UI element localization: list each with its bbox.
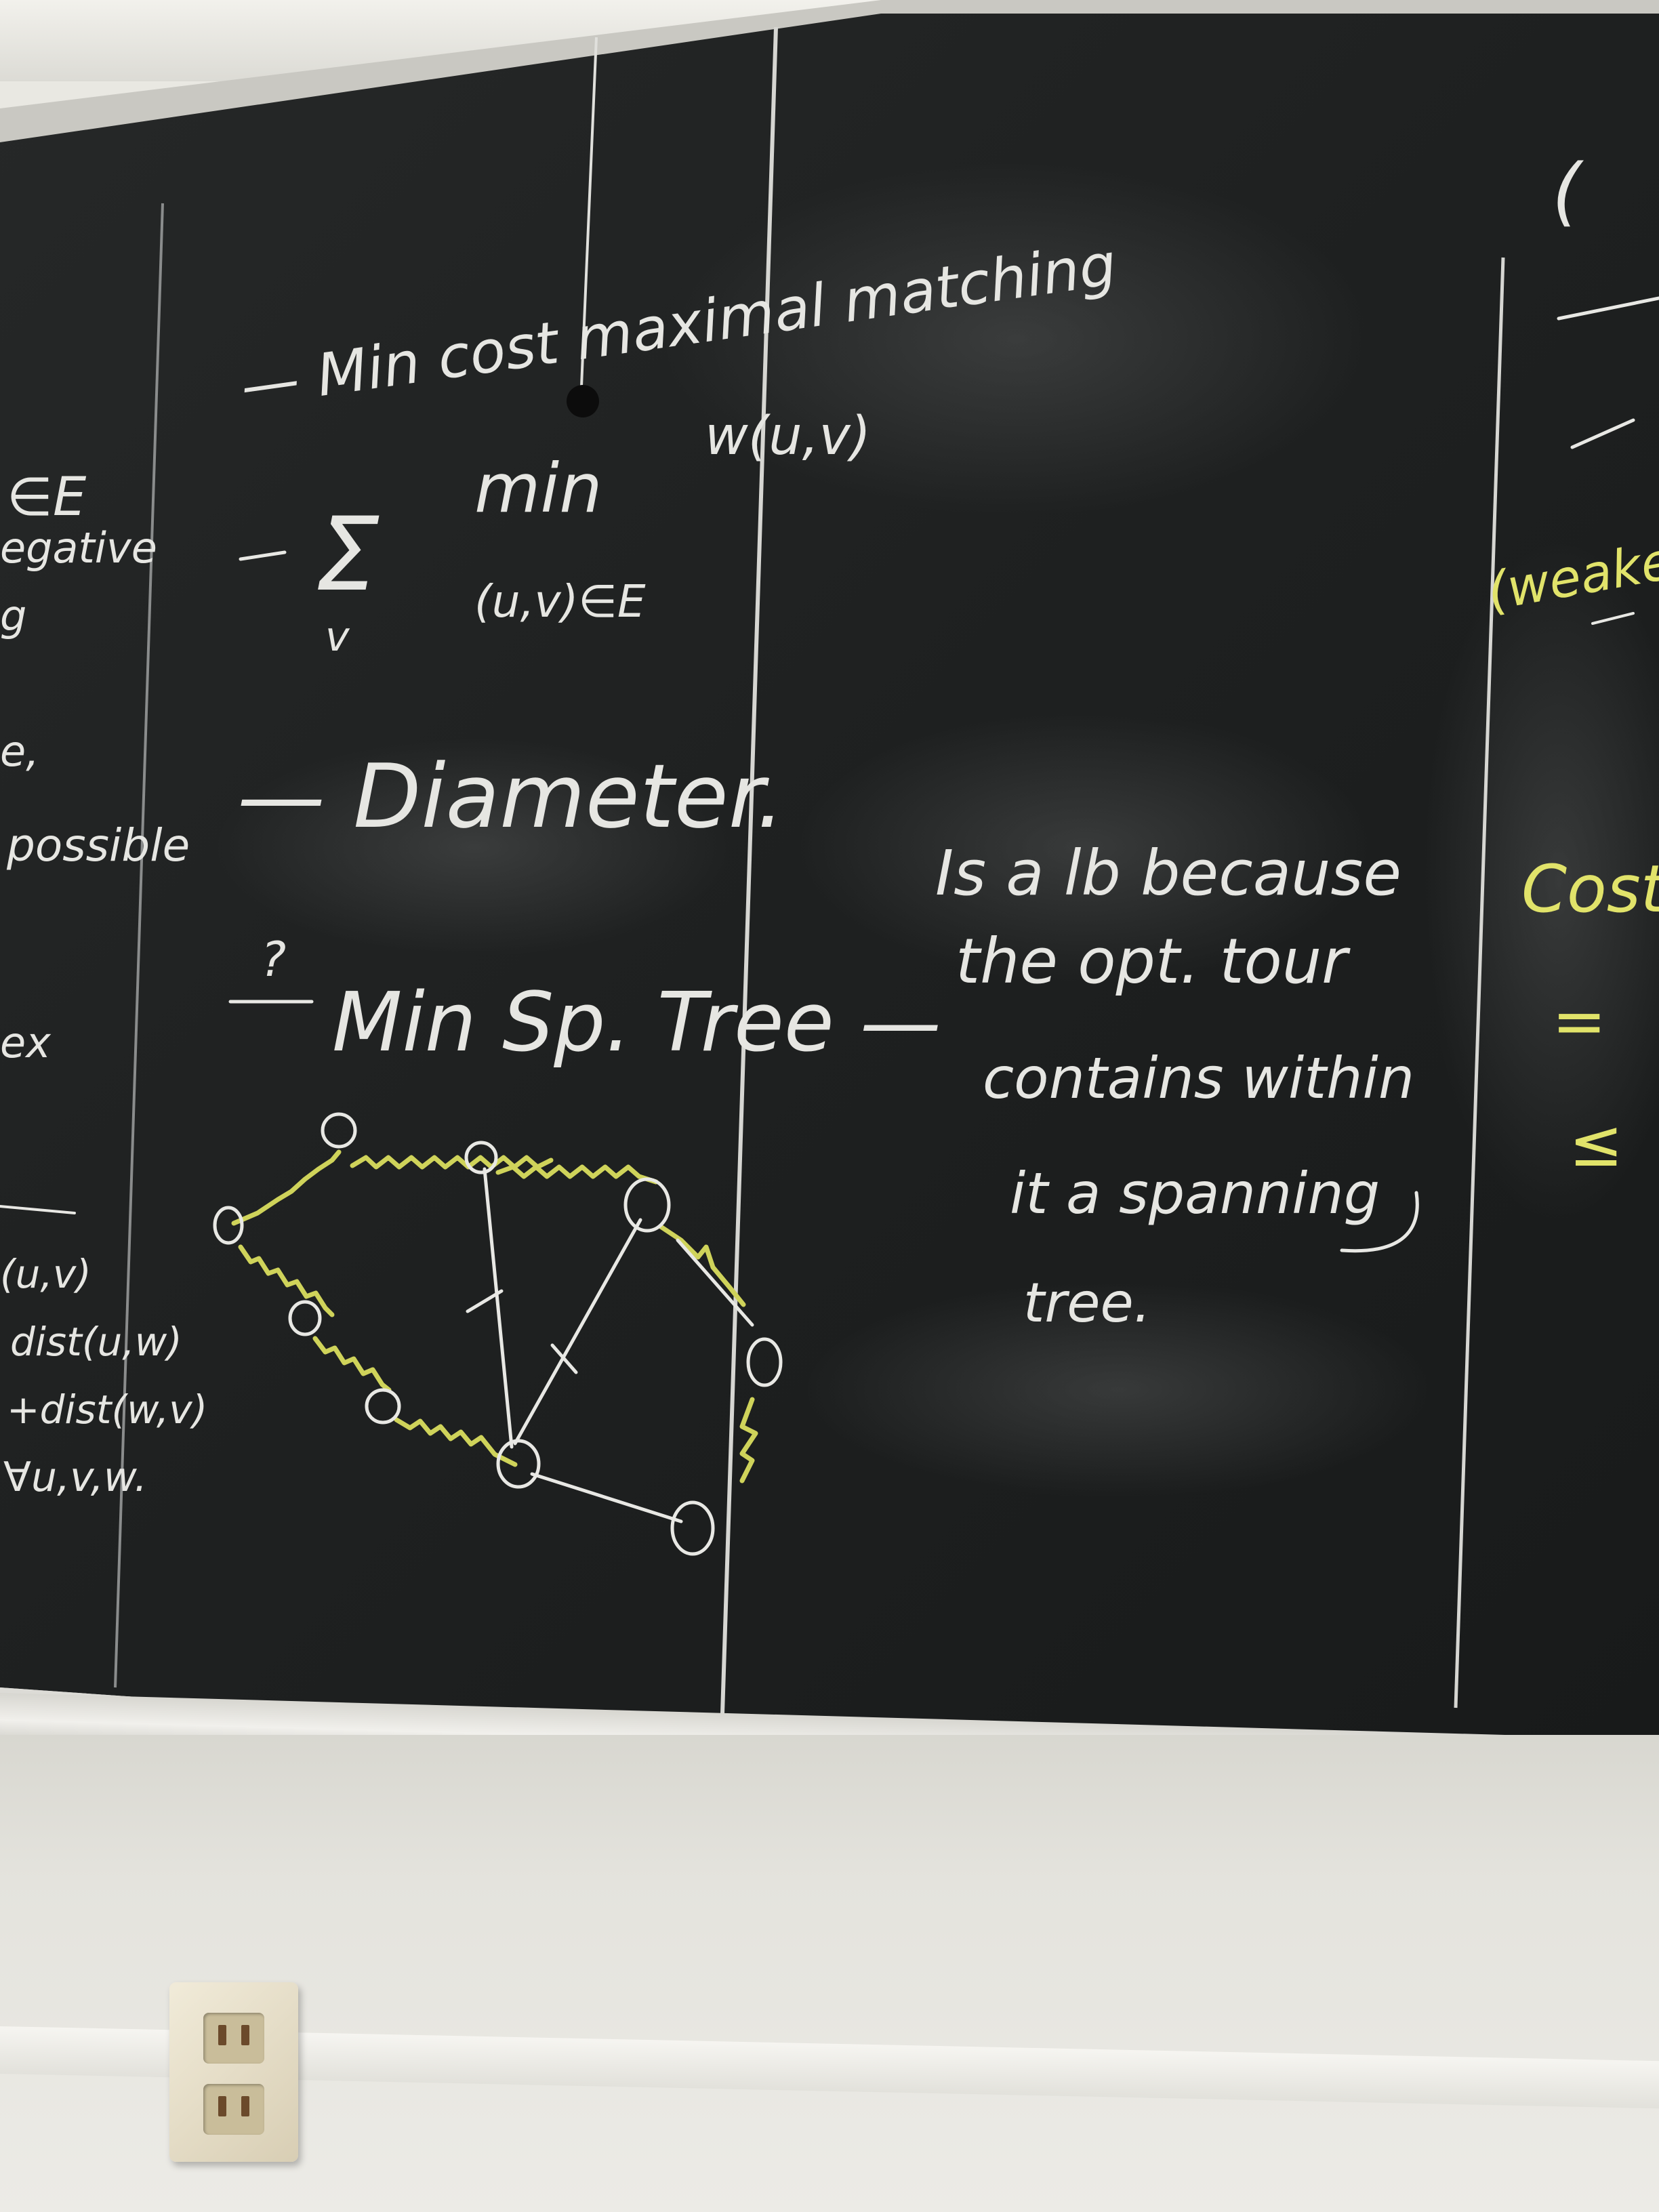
socket-slot <box>218 2096 226 2116</box>
eraser-smudge <box>1423 542 1659 1220</box>
left-note-4: e, <box>0 726 39 776</box>
tree-edge <box>676 1238 754 1327</box>
tree-edge <box>530 1472 683 1523</box>
left-note-10: ∀u,v,w. <box>3 1454 147 1501</box>
tree-edge-tick <box>550 1343 578 1374</box>
question-mark: ? <box>261 932 286 987</box>
right-note-equals: = <box>1552 983 1606 1059</box>
left-note-9: +dist(w,v) <box>7 1387 207 1433</box>
left-note-1: ∈E <box>7 467 87 528</box>
cord-knob <box>567 385 599 417</box>
graph-vertex <box>670 1500 715 1556</box>
tour-edge <box>658 1224 746 1307</box>
graph-vertex <box>213 1206 244 1245</box>
outlet-socket <box>203 2013 264 2064</box>
socket-slot <box>241 2025 249 2045</box>
right-edge-arc: ( <box>1552 148 1584 234</box>
left-note-5: possible <box>6 819 190 872</box>
graph-vertex <box>321 1112 357 1149</box>
note-line-1: Is a lb because <box>935 837 1401 909</box>
left-note-2: egative <box>0 523 157 573</box>
note-line-5: tree. <box>1023 1271 1151 1334</box>
sum-variable: v <box>325 613 350 661</box>
sum-min: min <box>474 449 602 528</box>
socket-slot <box>218 2025 226 2045</box>
graph-vertex <box>464 1141 498 1174</box>
tour-edge <box>739 1397 758 1483</box>
eraser-smudge <box>800 712 1369 983</box>
graph-vertex <box>288 1300 322 1336</box>
graph-vertex <box>746 1337 783 1387</box>
tour-edge-zigzag <box>495 1164 659 1185</box>
graph-vertex <box>365 1388 401 1425</box>
outlet-socket <box>203 2084 264 2135</box>
graph-diagram <box>213 1112 783 1556</box>
note-line-4: it a spanning <box>1010 1160 1380 1227</box>
note-line-2: the opt. tour <box>956 925 1351 998</box>
left-note-8: dist(u,w) <box>10 1319 182 1365</box>
board-divider <box>720 26 778 1736</box>
hanging-cord <box>580 37 598 387</box>
item-min-spanning-tree: Min Sp. Tree — <box>332 976 941 1070</box>
eraser-smudge <box>217 739 732 956</box>
tour-edge-zigzag <box>238 1244 335 1317</box>
board-top-frame <box>0 0 1659 146</box>
right-edge-dash <box>1591 612 1635 625</box>
sum-subscript: (u,v)∈E <box>474 575 646 628</box>
note-underline <box>1340 1191 1419 1253</box>
note-line-3: contains within <box>983 1045 1414 1111</box>
eraser-smudge <box>664 163 1369 515</box>
tour-edge-zigzag <box>312 1336 392 1393</box>
graph-vertex <box>496 1439 541 1489</box>
item-diameter: — Diameter. <box>237 745 785 848</box>
tour-edge-zigzag <box>394 1417 518 1467</box>
sum-symbol: Σ <box>315 496 380 614</box>
left-note-6: ex <box>0 1018 52 1067</box>
right-note-cost: Cost <box>1521 851 1659 927</box>
right-edge-dash <box>1570 418 1635 449</box>
chalk-divider-line <box>114 203 164 1688</box>
left-note-7: (u,v) <box>0 1251 91 1297</box>
chalk-divider-line <box>1454 257 1505 1708</box>
wall-outlet <box>169 1982 298 2162</box>
dash <box>239 550 287 561</box>
graph-vertex <box>623 1177 671 1233</box>
left-underline <box>0 1205 76 1214</box>
tree-edge-tick <box>466 1289 504 1313</box>
left-note-3: g <box>0 591 26 640</box>
tree-edge <box>513 1218 642 1446</box>
tour-edge-zigzag <box>350 1155 554 1170</box>
right-edge-dash <box>1557 296 1659 321</box>
eraser-smudge <box>806 1281 1430 1498</box>
weight-uv: w(u,v) <box>705 406 871 467</box>
right-note-leq: ≤ <box>1569 1105 1623 1181</box>
tree-edge <box>483 1167 514 1449</box>
tour-edge-path <box>231 1149 342 1226</box>
socket-slot <box>241 2096 249 2116</box>
